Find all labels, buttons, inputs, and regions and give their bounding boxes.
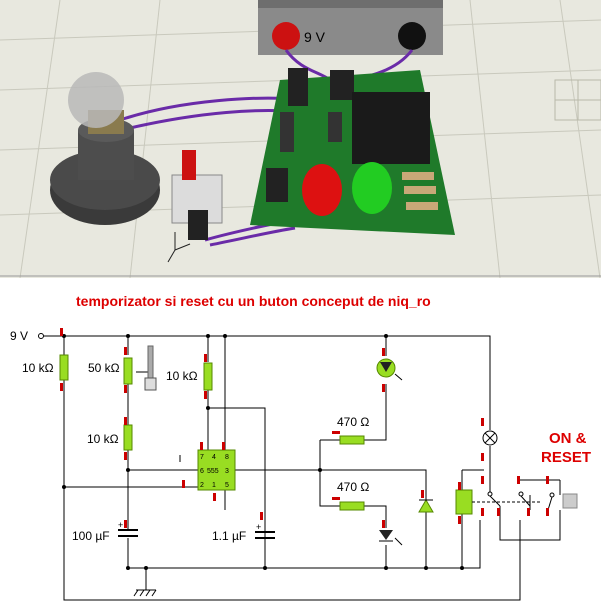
wires [44,335,561,601]
red-led-symbol [379,530,403,546]
battery-negative-terminal [398,22,426,50]
transistor [288,68,308,106]
resistor-r4 [339,435,365,445]
c2-label: 1.1 µF [212,529,246,543]
pin-3: 3 [225,468,229,475]
resistor-r1 [59,354,69,381]
battery-positive-terminal [272,22,300,50]
pot-slider [144,345,157,391]
c1-label: 100 µF [72,529,110,543]
pcb-board [250,68,455,235]
circuit-3d-view: 9 V [0,0,601,278]
c1-plus: + [118,520,123,530]
resistors [59,354,473,515]
switch-button-icon [562,493,578,509]
schematic-title: temporizator si reset cu un buton concep… [76,293,431,309]
resistor-r2 [123,424,133,451]
ground-symbol [133,589,157,597]
push-button [171,150,223,240]
battery: 9 V [258,0,443,55]
lamp [50,72,160,225]
pushbutton-switch [547,492,578,511]
pot-label: 50 kΩ [88,361,120,375]
r5-label: 470 Ω [337,480,369,494]
resistor-r5 [339,501,365,511]
junctions [62,334,464,570]
r4-label: 470 Ω [337,415,369,429]
on-reset-label-line1: ON & [549,430,587,447]
pin-5: 5 [225,482,229,489]
c2-plus: + [256,522,261,532]
bulb [68,72,124,128]
battery-label: 9 V [304,29,326,45]
pin-2: 2 [200,482,204,489]
lamp-symbol [482,430,498,446]
supply-terminal [38,333,44,339]
pin-8: 8 [225,454,229,461]
r2-label: 10 kΩ [87,432,119,446]
relay-contacts [472,491,540,507]
green-led-symbol [376,358,403,381]
red-led [302,164,342,216]
axis-gizmo-icon [167,232,191,263]
pin-4: 4 [212,454,216,461]
capacitors [118,529,275,539]
r1-label: 10 kΩ [22,361,54,375]
ic-555: 7 4 8 6 555 3 2 1 5 [197,449,236,491]
resistor-r3 [203,362,213,391]
r3-label: 10 kΩ [166,369,198,383]
pin-6: 6 [200,468,204,475]
potentiometer [123,357,133,385]
on-reset-label-line2: RESET [541,449,591,466]
supply-label: 9 V [10,329,28,343]
pin-markers [60,328,549,528]
green-led [352,162,392,214]
grid-tile-icon [554,79,601,121]
schematic-diagram: temporizator si reset cu un buton concep… [10,293,591,601]
diode-symbol [418,499,434,513]
pin-1: 1 [212,482,216,489]
ic-label: 555 [207,468,219,475]
pin-7: 7 [200,454,204,461]
relay-coil [455,489,473,515]
relay [352,92,430,164]
